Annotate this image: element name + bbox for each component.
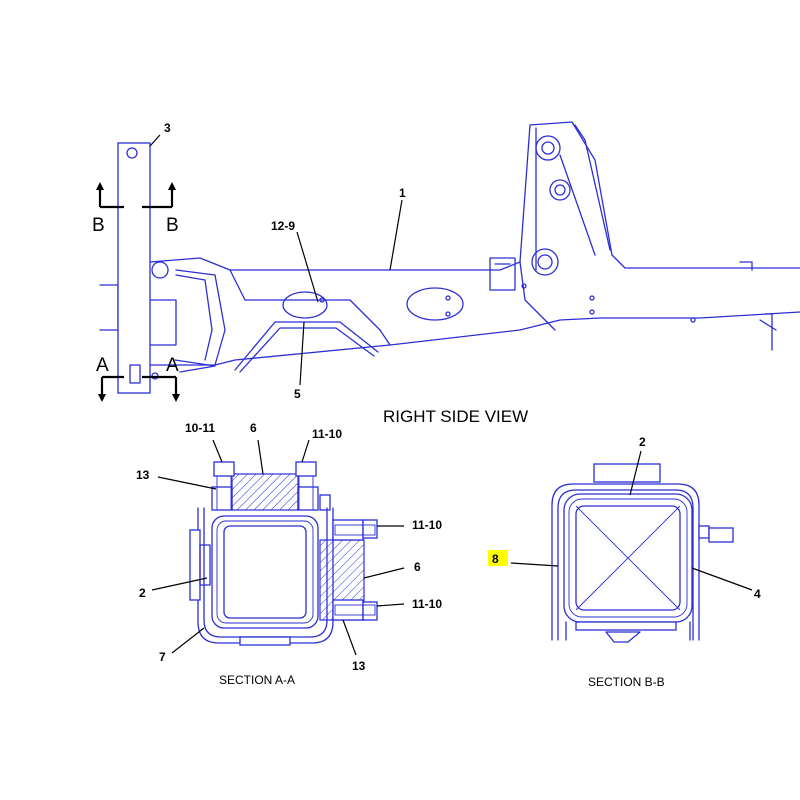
leader-4 [691,567,753,591]
callout-10-11: 10-11 [185,421,215,435]
callout-11-10-low: 11-10 [412,597,442,611]
callout-6-top: 6 [250,421,257,435]
callout-3: 3 [164,121,171,135]
leader-6-top [257,439,264,475]
leader-13-top [157,476,217,490]
callout-5: 5 [294,387,301,401]
callout-6-right: 6 [414,560,421,574]
callout-8: 8 [492,552,499,566]
view-title: RIGHT SIDE VIEW [383,407,528,426]
section-a-left-label: A [96,355,109,376]
leader-2-b [629,450,642,496]
callout-12-9: 12-9 [271,219,295,233]
leader-6-right [363,567,405,579]
section-a-a-drawing [189,461,378,646]
section-b-right-label: B [166,215,179,236]
leader-5 [299,321,305,386]
callout-13-bottom: 13 [352,659,366,673]
leader-3 [149,134,161,147]
leader-11-10-low [376,603,405,607]
leader-2-a [151,577,208,591]
callout-2-a: 2 [139,586,146,600]
section-marker-b [96,182,176,209]
caption-section-b: SECTION B-B [588,675,665,689]
leader-7 [171,627,205,654]
leader-8 [510,562,559,567]
callout-11-10-top: 11-10 [312,427,342,441]
leader-11-10-top [301,439,310,463]
section-a-right-label: A [166,355,179,376]
callout-13-top: 13 [136,468,150,482]
section-b-left-label: B [92,215,105,236]
leader-1 [389,199,403,271]
leader-12-9 [296,231,319,303]
callout-7: 7 [159,650,166,664]
callout-4: 4 [754,587,761,601]
section-b-b-drawing [551,463,734,643]
part-3-vertical-bar [117,142,159,394]
caption-section-a: SECTION A-A [219,673,295,687]
callout-1: 1 [399,186,406,200]
callout-2-b: 2 [639,435,646,449]
leader-10-11 [212,439,223,463]
frame-side-view [99,121,800,373]
callout-8-highlight [488,550,508,566]
callout-11-10-mid: 11-10 [412,518,442,532]
leader-13-bottom [342,619,357,656]
section-marker-a [98,375,180,402]
